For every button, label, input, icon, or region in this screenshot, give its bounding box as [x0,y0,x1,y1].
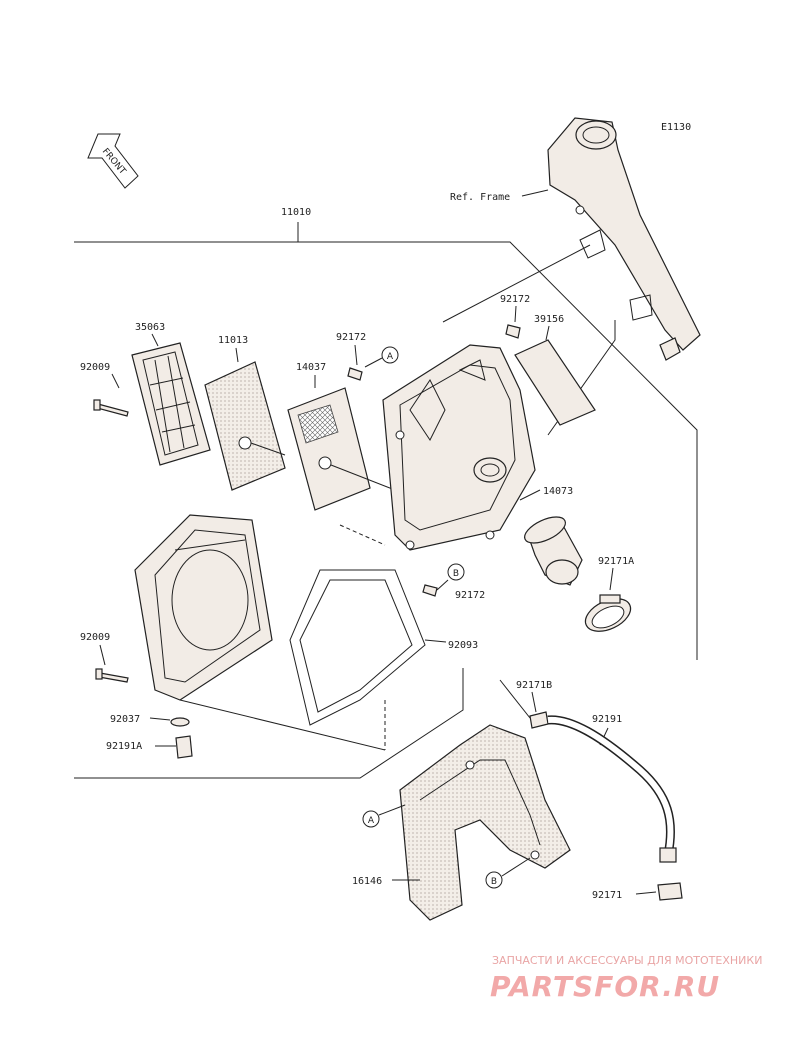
label-92171b: 92171B [516,680,552,691]
front-arrow-icon: FRONT [87,133,139,189]
watermark-brand: PARTSFOR.RU [490,970,720,1003]
callout-b-top: B [453,569,459,579]
label-92191a: 92191A [106,741,142,752]
label-11013: 11013 [218,335,248,346]
cover-part [399,724,571,921]
filter-element [204,361,286,491]
gasket-part [289,524,426,750]
grille-part [131,342,211,466]
label-92172-top: 92172 [336,332,366,343]
diagram-code: E1130 [661,122,691,133]
label-92009-top: 92009 [80,362,110,373]
label-92191: 92191 [592,714,622,725]
label-92171: 92171 [592,890,622,901]
label-16146: 16146 [352,876,382,887]
label-92171a: 92171A [598,556,634,567]
callout-a-top: A [387,352,394,362]
ref-frame-label: Ref. Frame [450,192,510,203]
sponge-part [514,339,596,426]
hose-part [547,715,675,856]
label-14073: 14073 [543,486,573,497]
label-92172-right: 92172 [500,294,530,305]
duct-part [524,516,583,586]
callout-a-bottom: A [368,816,375,826]
label-92037: 92037 [110,714,140,725]
frame-tube [547,117,701,361]
callout-b-bottom: B [491,877,497,887]
watermark-tagline: ЗАПЧАСТИ И АКСЕССУАРЫ ДЛЯ МОТОТЕХНИКИ [492,954,762,967]
label-14037: 14037 [296,362,326,373]
label-39156: 39156 [534,314,564,325]
label-92172-mid: 92172 [455,590,485,601]
label-92093: 92093 [448,640,478,651]
air-box [382,344,536,551]
label-11010: 11010 [281,207,311,218]
label-92009-bottom: 92009 [80,632,110,643]
label-35063: 35063 [135,322,165,333]
clamp-a-part [584,594,632,632]
air-box-housing [134,514,273,701]
